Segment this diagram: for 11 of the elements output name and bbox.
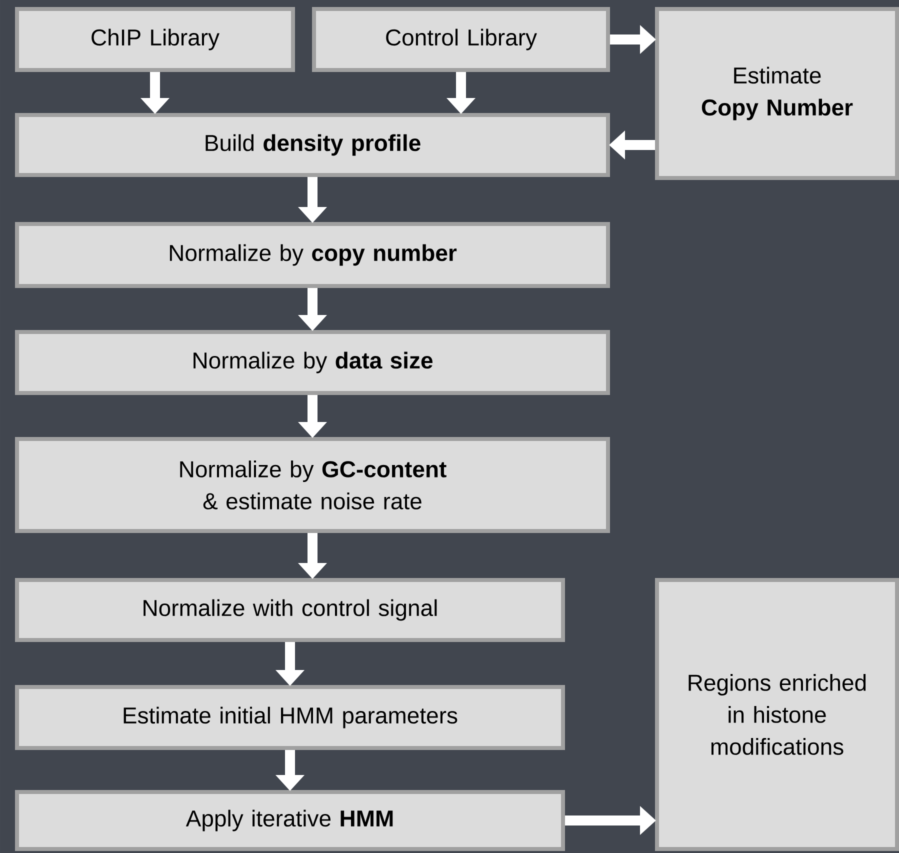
- process-box: Estimate initial HMM parameters: [15, 684, 565, 750]
- process-box: Apply iterative HMM: [15, 790, 565, 851]
- process-box: Normalize by copy number: [15, 222, 610, 288]
- process-box: Normalize by data size: [15, 330, 610, 395]
- process-box: Normalize by GC-content & estimate noise rate: [15, 436, 610, 533]
- process-box: Estimate Copy Number: [655, 6, 899, 180]
- process-box: ChIP Library: [15, 6, 295, 72]
- process-box: Regions enriched in histone modifications: [655, 578, 899, 851]
- process-box: Control Library: [312, 6, 610, 72]
- process-box: Normalize with control signal: [15, 578, 565, 642]
- process-box: Build density profile: [15, 112, 610, 177]
